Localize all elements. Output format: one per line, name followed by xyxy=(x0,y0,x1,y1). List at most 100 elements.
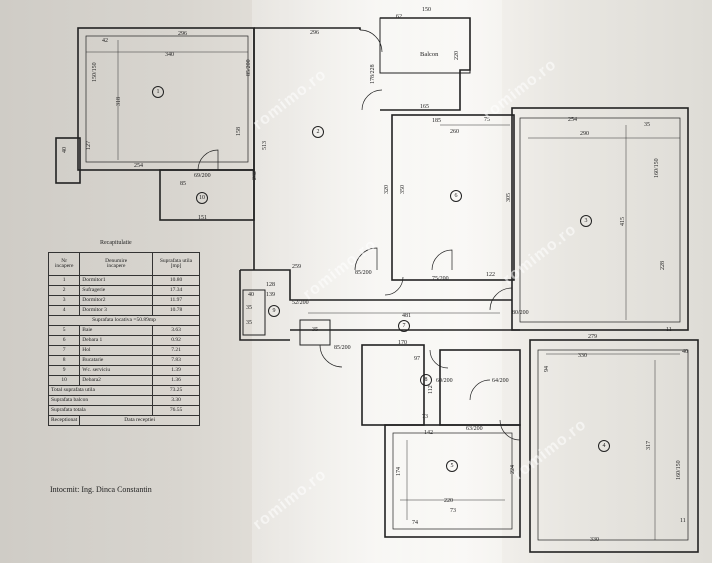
dim-label: 62 xyxy=(396,14,402,20)
dim-label: 35 xyxy=(246,320,252,326)
dim-label: 11 xyxy=(666,327,672,333)
row-nr: 6 xyxy=(47,335,81,346)
dim-label-vertical: 262 xyxy=(252,171,258,180)
dim-label: 150 xyxy=(422,7,431,13)
table-row: Suprafata locativa =50.89mp xyxy=(48,315,200,326)
dim-label-vertical: 318 xyxy=(116,97,122,106)
dim-label-vertical: 317 xyxy=(646,441,652,450)
locativa-row: Suprafata locativa =50.89mp xyxy=(48,315,200,326)
dim-label: 73 xyxy=(422,414,428,420)
row-area: 0.92 xyxy=(152,335,200,346)
row-area: 10.80 xyxy=(152,275,200,286)
dim-label: 296 xyxy=(310,30,319,36)
room-number-3: 3 xyxy=(580,215,592,227)
row-area: 7.21 xyxy=(152,345,200,356)
room-number-5: 5 xyxy=(446,460,458,472)
dim-label: 330 xyxy=(590,537,599,543)
row-nr: 7 xyxy=(47,345,81,356)
dim-label: 74 xyxy=(412,520,418,526)
door-arc-10 xyxy=(499,419,521,441)
dim-label: 73 xyxy=(450,508,456,514)
row-nr: 10 xyxy=(47,375,81,386)
wall-room-1 xyxy=(77,27,255,171)
dim-label: 80/200 xyxy=(512,310,529,316)
dim-label: 11 xyxy=(680,518,686,524)
dim-label-vertical: 305 xyxy=(506,193,512,202)
room-number-9: 9 xyxy=(268,305,280,317)
table-row: Suprafata totala 76.55 xyxy=(48,405,200,416)
inner-wall-room-4 xyxy=(537,349,689,541)
row-nr: 4 xyxy=(47,305,81,316)
dim-label: 139 xyxy=(266,292,275,298)
recap-table-container: Nr incapere Denumire incapere Suprafata … xyxy=(47,252,200,439)
table-header-row: Nr incapere Denumire incapere Suprafata … xyxy=(47,252,200,276)
dim-label: 296 xyxy=(178,31,187,37)
room-number-6: 6 xyxy=(450,190,462,202)
row-area: 1.36 xyxy=(152,375,200,386)
row-name: Bucatarie xyxy=(79,355,153,366)
room-number-7: 7 xyxy=(398,320,410,332)
total-area-label: Suprafata totala xyxy=(48,405,153,416)
header-nr: Nr incapere xyxy=(47,252,81,276)
row-nr: 9 xyxy=(47,365,81,376)
row-nr: 8 xyxy=(47,355,81,366)
dim-label: 330 xyxy=(578,353,587,359)
dim-label: 290 xyxy=(580,131,589,137)
dim-label: 254 xyxy=(568,117,577,123)
door-arc-4 xyxy=(354,247,378,271)
dim-label-vertical: 127 xyxy=(86,141,92,150)
wall-balcon xyxy=(379,17,471,74)
dim-label: 69/200 xyxy=(194,173,211,179)
row-area: 1.39 xyxy=(152,365,200,376)
wall-room-5 xyxy=(384,424,521,538)
row-name: Baie xyxy=(79,325,153,336)
wall-room-4 xyxy=(529,339,699,553)
door-arc-9 xyxy=(469,379,491,401)
row-name: Dormitor2 xyxy=(79,295,153,306)
balcon-label: Balcon xyxy=(420,51,439,58)
dim-label: 260 xyxy=(450,129,459,135)
row-area: 3.63 xyxy=(152,325,200,336)
table-row: Total suprafata utila 73.25 xyxy=(48,385,200,396)
row-area: 17.34 xyxy=(152,285,200,296)
dim-label-vertical: 228 xyxy=(660,261,666,270)
wall-room-9 xyxy=(439,349,521,426)
dim-label-vertical: 178/228 xyxy=(370,64,376,84)
dim-label-vertical: 513 xyxy=(262,141,268,150)
room-number-4: 4 xyxy=(598,440,610,452)
dim-label: 220 xyxy=(444,498,453,504)
dim-label: 97 xyxy=(414,356,420,362)
row-nr: 1 xyxy=(47,275,81,286)
dim-label: 481 xyxy=(402,313,411,319)
dim-label: 35 xyxy=(312,327,318,333)
dim-label: 35 xyxy=(644,122,650,128)
room-number-10: 10 xyxy=(196,192,208,204)
door-arc-8 xyxy=(429,349,449,369)
dim-label: 254 xyxy=(134,163,143,169)
dim-label: 151 xyxy=(198,215,207,221)
door-arc-1 xyxy=(197,149,219,171)
dim-label-vertical: 94 xyxy=(544,366,550,372)
receptionat-label: Receptionat xyxy=(47,415,81,426)
door-arc-11 xyxy=(384,276,404,296)
door-arc-5 xyxy=(431,249,453,271)
door-arc-6 xyxy=(489,287,513,311)
dim-label: 185 xyxy=(432,118,441,124)
inner-wall-room-1 xyxy=(85,35,249,163)
row-area: 10.78 xyxy=(152,305,200,316)
dim-label-vertical: 350 xyxy=(400,185,406,194)
row-nr: 5 xyxy=(47,325,81,336)
dim-label: 75 xyxy=(484,117,490,123)
total-utila-value: 73.25 xyxy=(152,385,200,396)
dim-label: 40 xyxy=(682,349,688,355)
dim-label: 63/200 xyxy=(466,426,483,432)
row-name: Debara2 xyxy=(79,375,153,386)
row-name: Sufragerie xyxy=(79,285,153,296)
